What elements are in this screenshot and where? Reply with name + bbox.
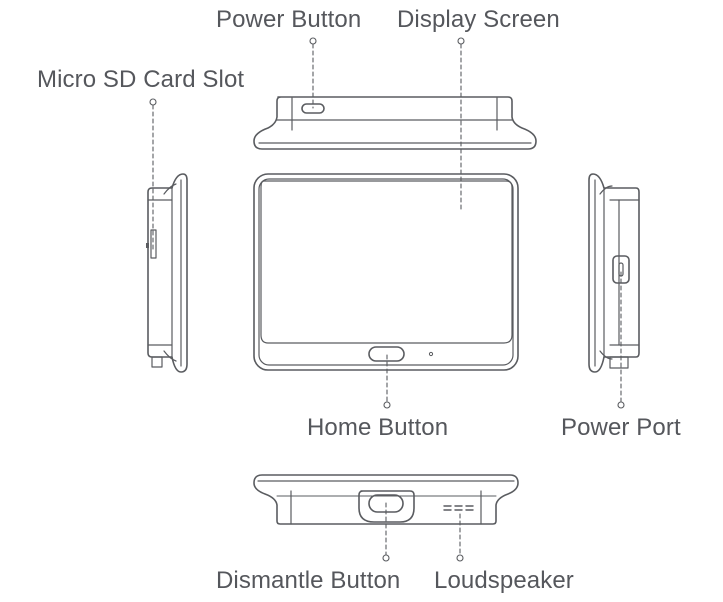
loudspeaker-grille (443, 505, 474, 511)
label-home-button: Home Button (307, 414, 449, 441)
bottom-view (253, 474, 519, 525)
right-side-view (588, 173, 640, 373)
label-loudspeaker: Loudspeaker (434, 567, 574, 594)
front-view (253, 173, 519, 371)
label-micro-sd-card-slot: Micro SD Card Slot (37, 66, 245, 93)
label-power-button: Power Button (216, 6, 362, 33)
sd-slot-shape (150, 229, 157, 259)
dismantle-button-outer (358, 490, 415, 523)
label-power-port: Power Port (561, 414, 681, 441)
label-dismantle-button: Dismantle Button (216, 567, 401, 594)
left-side-view (146, 173, 188, 373)
callout-leaders (149, 37, 625, 562)
home-button-shape (368, 346, 405, 362)
label-display-screen: Display Screen (397, 6, 560, 33)
top-view (253, 96, 537, 150)
